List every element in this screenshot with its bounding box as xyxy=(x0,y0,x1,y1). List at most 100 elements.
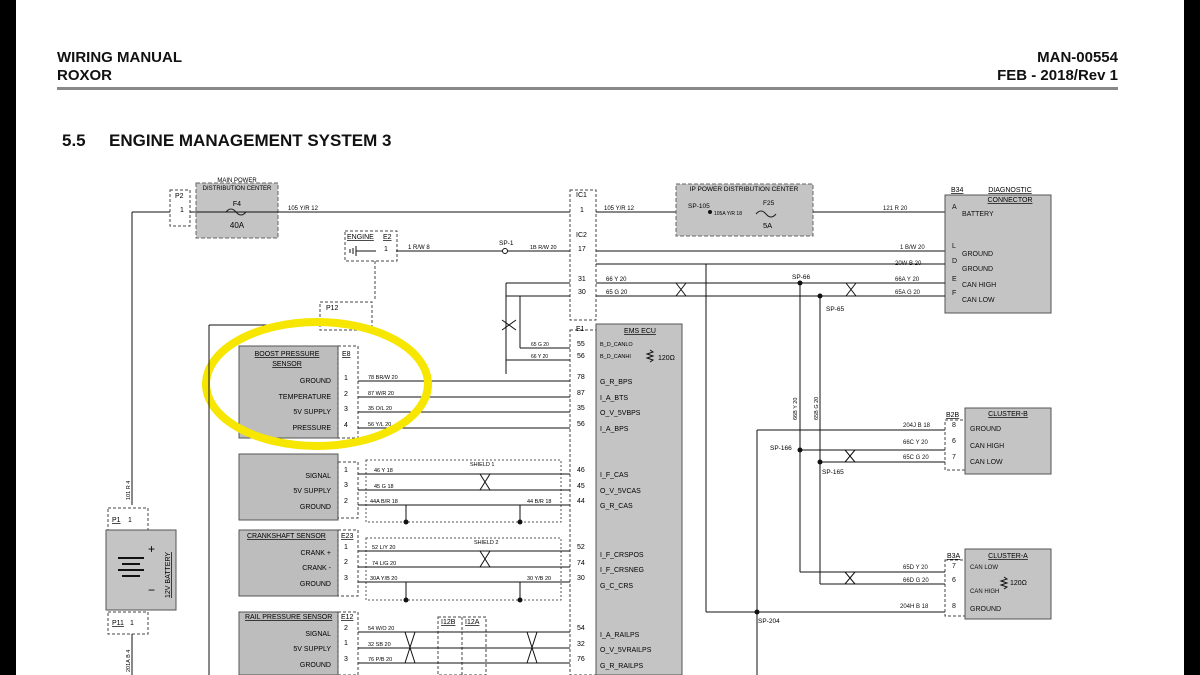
document-revision: FEB - 2018/Rev 1 xyxy=(997,67,1118,84)
cluster-b-title: CLUSTER-B xyxy=(988,411,1028,418)
header-rule xyxy=(57,87,1118,90)
twist-icon xyxy=(479,473,491,491)
cam-label-5v: 5V SUPPLY xyxy=(293,488,331,495)
ecu-pin-30: 30 xyxy=(577,575,585,582)
ip-power-title: IP POWER DISTRIBUTION CENTER xyxy=(690,186,799,193)
b3a-label: B3A xyxy=(947,553,961,560)
cluster-b-body xyxy=(964,407,1052,475)
main-power-box xyxy=(195,182,279,239)
sp-165-label: SP-165 xyxy=(822,469,844,476)
twist-icon xyxy=(844,571,856,585)
p11-connector xyxy=(107,611,149,635)
ecu-func-i-a-bts: I_A_BTS xyxy=(600,395,628,402)
crank-label-pos: CRANK + xyxy=(300,550,331,557)
rail-label-ground: GROUND xyxy=(300,662,331,669)
boost-pin-4: 4 xyxy=(344,422,348,429)
ecu-func-i-a-bps: I_A_BPS xyxy=(600,426,629,433)
p2-connector xyxy=(169,189,191,227)
twist-icon xyxy=(501,319,517,331)
ic2-pin: 17 xyxy=(578,246,586,253)
crank-pin-2: 2 xyxy=(344,559,348,566)
shield-drain-node xyxy=(403,519,409,525)
ecu-func-5vrailps: O_V_5VRAILPS xyxy=(600,647,652,654)
main-power-distribution-center: MAIN POWER DISTRIBUTION CENTER F4 40A P2… xyxy=(169,178,279,239)
ecu-pin-35: 35 xyxy=(577,405,585,412)
can-pin-31: 31 xyxy=(578,276,586,283)
p12-label: P12 xyxy=(326,305,339,312)
cluster-a: B3A CLUSTER-A 120Ω xyxy=(944,548,1052,620)
crankshaft-sensor: CRANKSHAFT SENSOR E23 CRANK + CRANK - GR… xyxy=(238,529,359,597)
rail-label-signal: SIGNAL xyxy=(305,631,331,638)
ecu-resistor-value: 120Ω xyxy=(658,355,675,362)
i12a-label: I12A xyxy=(465,619,480,626)
wire-105-left: 105 Y/R 12 xyxy=(288,206,319,212)
cam-connector xyxy=(337,461,359,519)
rail-pin-2: 2 xyxy=(344,625,348,632)
ic1-pin: 1 xyxy=(580,207,584,214)
section-number: 5.5 xyxy=(62,131,86,150)
ecu-can-func-56: B_D_CANHI xyxy=(600,354,631,360)
p2-pin: 1 xyxy=(180,207,184,214)
ecu-pin-87: 87 xyxy=(577,390,585,397)
diagnostic-connector: B34 DIAGNOSTIC CONNECTOR xyxy=(944,187,1052,314)
boost-pin-1: 1 xyxy=(344,375,348,382)
rail-wire-76: 76 P/B 20 xyxy=(368,657,392,663)
boost-wire-78: 78 BR/W 20 xyxy=(368,375,398,381)
crank-wire-74: 74 L/G 20 xyxy=(372,561,396,567)
rail-pin-3: 3 xyxy=(344,656,348,663)
ecu-can-pin-56: 56 xyxy=(577,353,585,360)
cam-wire-45: 45 G 18 xyxy=(374,484,394,490)
cluster-b: B2B CLUSTER-B xyxy=(944,407,1052,475)
p12-connector xyxy=(319,301,373,331)
right-scan-border xyxy=(1184,0,1200,675)
engine-ground-box xyxy=(344,230,398,262)
e12-label: E12 xyxy=(341,614,354,621)
ecu-func-5vcas: O_V_5VCAS xyxy=(600,488,641,495)
sp-105-node xyxy=(708,210,712,214)
vehicle-name: ROXOR xyxy=(57,67,113,84)
ecu-pin-45: 45 xyxy=(577,483,585,490)
twist-icon xyxy=(844,449,856,463)
ecu-pin-52: 52 xyxy=(577,544,585,551)
i12-connector xyxy=(437,616,487,675)
ecu-pin-46: 46 xyxy=(577,467,585,474)
ecu-pin-32: 32 xyxy=(577,641,585,648)
shield-drain-node xyxy=(403,597,409,603)
b34-label: B34 xyxy=(951,187,964,194)
twist-icon xyxy=(479,550,491,568)
e12-connector xyxy=(337,611,359,675)
twist-icon xyxy=(404,631,416,664)
rail-label-5v: 5V SUPPLY xyxy=(293,646,331,653)
crank-wire-30a: 30A Y/B 20 xyxy=(370,576,397,582)
ecu-pin-74: 74 xyxy=(577,560,585,567)
boost-wire-56: 56 Y/L 20 xyxy=(368,422,391,428)
sp-204-label: SP-204 xyxy=(758,618,780,625)
section-title: ENGINE MANAGEMENT SYSTEM 3 xyxy=(109,131,392,150)
wire-105a: 105A Y/R 18 xyxy=(714,211,742,217)
p1-pin: 1 xyxy=(128,517,132,524)
diag-title-1: DIAGNOSTIC xyxy=(988,187,1032,194)
boost-rows: GROUND TEMPERATURE 5V SUPPLY PRESSURE 1 … xyxy=(279,374,641,433)
cam-label-ground: GROUND xyxy=(300,504,331,511)
rail-wire-54: 54 W/O 20 xyxy=(368,626,394,632)
crank-label-neg: CRANK - xyxy=(302,565,331,572)
ems-ecu: E1 EMS ECU 120Ω xyxy=(569,323,683,675)
fuse-f4-rating: 40A xyxy=(230,221,245,230)
ground-symbol-icon xyxy=(349,246,376,256)
e8-connector xyxy=(337,345,359,439)
twist-icon xyxy=(675,282,687,297)
cam-pin-3: 3 xyxy=(344,482,348,489)
rail-sensor-body xyxy=(238,611,339,675)
ecu-can-wire-56: 66 Y 20 xyxy=(531,354,548,360)
wire-1-rw8: 1 R/W 8 xyxy=(408,245,430,251)
boost-wire-35: 35 O/L 20 xyxy=(368,406,392,412)
cam-sensor: SIGNAL 5V SUPPLY GROUND 1 3 2 xyxy=(238,453,359,521)
ecu-func-cas: I_F_CAS xyxy=(600,472,629,479)
shield-drain-node xyxy=(517,597,523,603)
fuse-f25-rating: 5A xyxy=(763,221,772,230)
e8-label: E8 xyxy=(342,351,351,358)
shield-drain-node xyxy=(517,519,523,525)
ecu-pin-76: 76 xyxy=(577,656,585,663)
crank-label-ground: GROUND xyxy=(300,581,331,588)
